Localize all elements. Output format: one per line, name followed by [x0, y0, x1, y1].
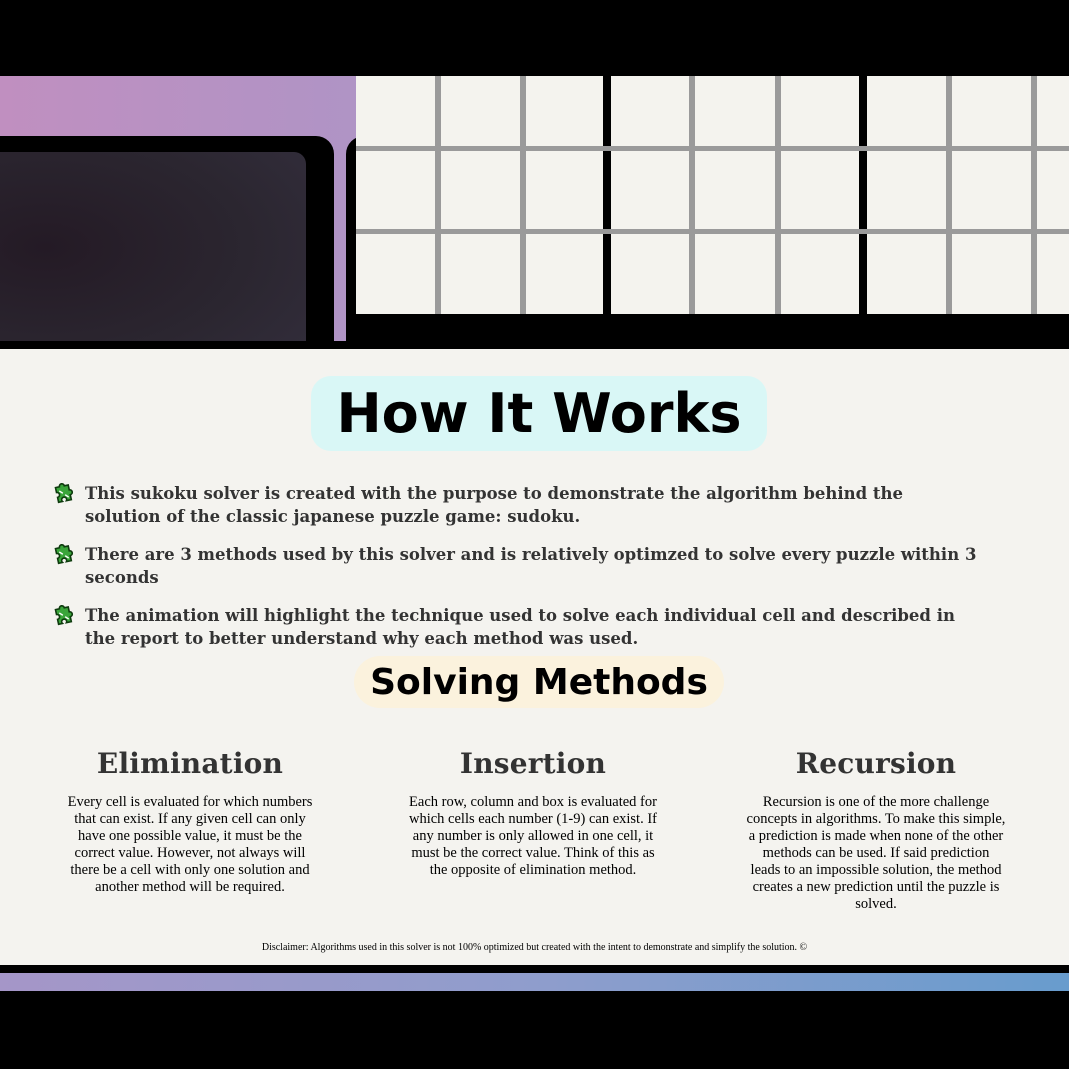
method-title: Elimination	[96, 747, 284, 780]
bottom-bar	[0, 991, 1069, 1069]
solving-methods-title: Solving Methods	[354, 656, 724, 708]
bullet-text: The animation will highlight the techniq…	[85, 606, 955, 648]
box-line	[859, 76, 867, 314]
grid-line	[356, 229, 1069, 234]
method-title: Recursion	[795, 747, 957, 780]
method-title: Insertion	[459, 747, 607, 780]
info-section: How It Works This sukoku solver is creat…	[0, 349, 1069, 965]
grid-line	[775, 76, 781, 314]
puzzle-piece-icon	[54, 483, 74, 504]
grid-line	[689, 76, 695, 314]
sudoku-board[interactable]	[356, 76, 1069, 314]
grid-line	[946, 76, 952, 314]
grid-line	[1031, 76, 1037, 314]
top-bar	[0, 0, 1069, 76]
bullet-text: There are 3 methods used by this solver …	[85, 545, 977, 587]
list-item: The animation will highlight the techniq…	[52, 604, 982, 650]
list-item: This sukoku solver is created with the p…	[52, 482, 982, 528]
how-it-works-title: How It Works	[311, 376, 767, 451]
box-line	[603, 76, 611, 314]
method-insertion: Insertion Each row, column and box is ev…	[403, 747, 663, 879]
puzzle-piece-icon	[54, 605, 74, 626]
bullet-text: This sukoku solver is created with the p…	[85, 484, 904, 526]
puzzle-piece-icon	[54, 544, 74, 565]
grid-line	[435, 76, 441, 314]
grid-line	[520, 76, 526, 314]
footer-divider	[0, 965, 1069, 973]
list-item: There are 3 methods used by this solver …	[52, 543, 982, 589]
footer-band	[0, 973, 1069, 991]
method-description: Recursion is one of the more challenge c…	[746, 794, 1006, 912]
method-elimination: Elimination Every cell is evaluated for …	[60, 747, 320, 896]
feature-list: This sukoku solver is created with the p…	[52, 482, 982, 665]
divider	[0, 341, 1069, 349]
disclaimer: Disclaimer: Algorithms used in this solv…	[261, 942, 808, 953]
method-recursion: Recursion Recursion is one of the more c…	[746, 747, 1006, 913]
grid-line	[356, 146, 1069, 151]
method-description: Each row, column and box is evaluated fo…	[408, 794, 657, 878]
method-description: Every cell is evaluated for which number…	[67, 794, 313, 895]
